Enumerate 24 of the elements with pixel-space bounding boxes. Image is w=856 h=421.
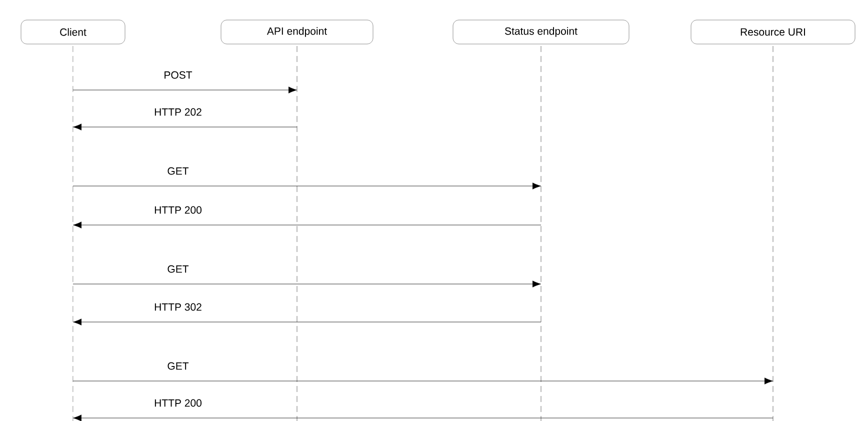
edge-label: HTTP 200 [154,206,202,214]
edge-label: HTTP 202 [154,108,202,116]
message-arrow [73,414,774,421]
edge-label: HTTP 200 [154,399,202,407]
message-arrow [73,124,298,130]
lifeline [772,46,774,421]
participant-box: Client [20,20,126,44]
participant-box: Resource URI [690,20,856,44]
message-arrow [73,222,542,228]
participant-box: API endpoint [220,20,374,44]
edge-label: GET [168,362,189,370]
edge-label: GET [168,265,189,273]
message-arrow [72,182,541,190]
message-arrow [73,318,542,326]
message-arrow [72,378,773,384]
message-arrow [72,86,297,94]
edge-label: POST [164,71,192,79]
lifeline [540,46,542,421]
lifeline [72,46,74,421]
lifeline [296,46,298,421]
edge-label: GET [168,167,189,175]
edge-label: HTTP 302 [154,303,202,311]
participant-box: Status endpoint [452,20,630,44]
message-arrow [72,280,541,288]
